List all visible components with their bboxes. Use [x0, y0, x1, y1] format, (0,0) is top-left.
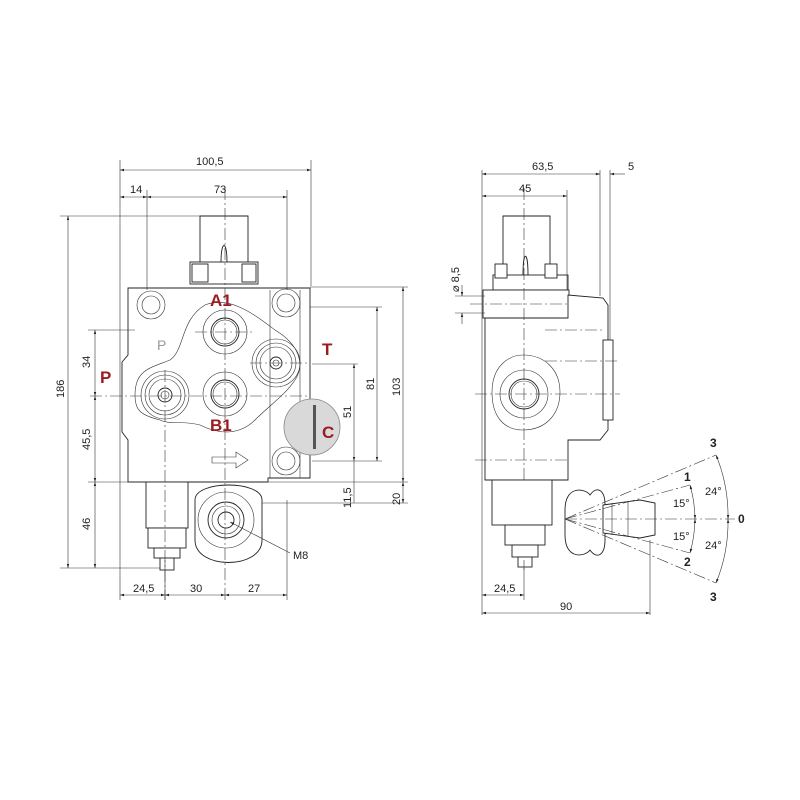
angle-24-down: 24°	[705, 540, 722, 552]
mounting-hole-br	[271, 446, 301, 476]
dim-103: 103	[391, 378, 403, 396]
port-label-a1: A1	[210, 291, 232, 310]
dim-45: 45	[519, 183, 531, 195]
mounting-hole-tr	[271, 288, 301, 318]
lever-pos-3-bottom: 3	[710, 590, 717, 604]
dim-81: 81	[365, 378, 377, 390]
dim-14: 14	[130, 184, 142, 196]
dim-186: 186	[55, 380, 67, 398]
dim-63-5: 63,5	[532, 161, 553, 173]
mounting-hole-tl	[136, 290, 166, 320]
port-c-highlight	[283, 398, 341, 456]
side-body	[484, 294, 609, 481]
port-label-c: C	[322, 423, 334, 442]
dim-30: 30	[190, 583, 202, 595]
relief-valve	[194, 484, 263, 563]
lever-pos-0: 0	[738, 512, 745, 526]
angle-15-down: 15°	[673, 531, 690, 543]
dim-51: 51	[342, 406, 354, 418]
thread-label-m8: M8	[293, 550, 308, 562]
dim-27: 27	[248, 583, 260, 595]
dim-90: 90	[560, 601, 572, 613]
dim-11-5: 11,5	[342, 487, 354, 508]
top-cap	[189, 215, 259, 285]
dim-34: 34	[81, 356, 93, 368]
port-label-t: T	[322, 340, 333, 359]
dim-5: 5	[628, 161, 634, 173]
angle-15-up: 15°	[673, 498, 690, 510]
lever-pos-1: 1	[684, 470, 691, 484]
flow-arrow-icon	[211, 451, 249, 469]
dim-20: 20	[391, 493, 403, 505]
dim-46: 46	[81, 518, 93, 530]
dim-100-5: 100,5	[196, 156, 224, 168]
port-label-b1: B1	[210, 416, 232, 435]
lever-pos-2: 2	[684, 555, 691, 569]
cast-outline	[134, 302, 301, 433]
dim-45-5: 45,5	[81, 429, 93, 450]
cast-label-p: P	[157, 337, 166, 353]
front-view: 100,5 14 73 186 34 45,5 46 103 81 5	[55, 156, 408, 600]
spool-bottom	[145, 481, 189, 571]
port-label-p: P	[100, 368, 111, 387]
side-view: 3 1 0 2 3 15° 15° 24° 24° 63,5 45 5 ⌀ 8,…	[450, 161, 745, 615]
angle-24-up: 24°	[705, 486, 722, 498]
lever-pos-3-top: 3	[710, 436, 717, 450]
dim-side-24-5: 24,5	[494, 583, 515, 595]
dim-24-5: 24,5	[133, 583, 154, 595]
dim-dia-8-5: ⌀ 8,5	[450, 267, 462, 292]
dim-73: 73	[214, 184, 226, 196]
